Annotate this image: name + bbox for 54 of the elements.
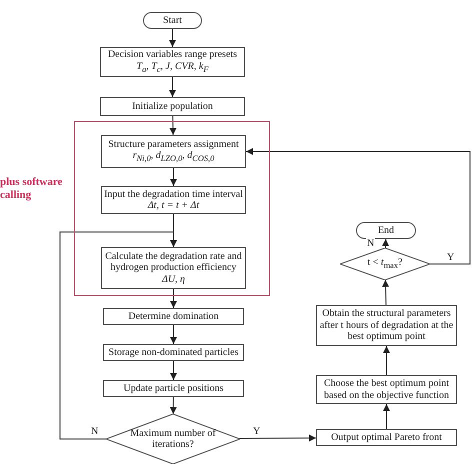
process-box (100, 47, 245, 77)
arrow (170, 288, 177, 308)
process-box (103, 308, 244, 325)
edge-label: Y (446, 252, 456, 263)
node-text: Start (163, 14, 182, 26)
node-text: Determine domination (128, 310, 219, 322)
node-text: Calculate the degradation rate and hydrogen production efficiency (104, 250, 243, 274)
arrow (60, 232, 177, 440)
process-box (100, 97, 245, 116)
arrow (169, 76, 176, 98)
process-box (103, 344, 244, 361)
node-text: Storage non-dominated particles (108, 346, 238, 358)
decision-diamond (340, 248, 430, 280)
node-text: Output optimal Pareto front (331, 432, 442, 444)
arrow (169, 28, 176, 48)
arrow (238, 434, 316, 442)
node-text: Structure parameters assignment (108, 138, 239, 150)
process-box (101, 135, 246, 168)
edge-label: Y (252, 426, 262, 437)
arrow (170, 396, 177, 415)
terminal-box (143, 12, 202, 29)
process-box (316, 429, 457, 446)
node-text: Δt, t = t + Δt (148, 200, 200, 212)
edge-label: N (366, 238, 376, 249)
arrow (170, 360, 177, 380)
arrow (383, 346, 390, 376)
node-text: Decision variables range presets (108, 49, 238, 61)
node-text: Initialize population (132, 100, 213, 112)
node-text: Update particle positions (124, 382, 224, 394)
node-text: ΔU, η (162, 274, 186, 286)
node-text: r$_{Ni,0}$, d$_{LZO,0}$, d$_{COS,0}$ (132, 150, 214, 164)
node-text: Choose the best optimum point based on the objective function (323, 378, 450, 401)
process-box (103, 380, 244, 397)
process-box (101, 186, 246, 214)
arrow (246, 148, 470, 264)
annotation-text: plus software calling (0, 176, 64, 202)
node-text: Obtain the structural parameters after t hours of degradation at the best optimum point (318, 308, 454, 343)
node-text: T$_{a}$, T$_{c}$, J, CVR, k$_{F}$ (136, 60, 208, 75)
group-frame (74, 121, 270, 296)
process-box (101, 247, 246, 289)
arrow (169, 116, 176, 136)
arrow (382, 279, 390, 306)
node-text: Maximum number of iterations? (129, 428, 217, 450)
arrow (383, 404, 390, 430)
arrow (170, 324, 177, 344)
arrow (170, 168, 177, 186)
edge-label: N (90, 426, 100, 437)
node-text: Input the degradation time interval (104, 188, 243, 200)
node-text: t < t$_{max}$? (368, 257, 402, 271)
node-text: End (378, 224, 394, 236)
terminal-box (356, 222, 416, 239)
arrow (382, 238, 390, 249)
process-box (316, 375, 457, 404)
decision-diamond (106, 414, 240, 464)
